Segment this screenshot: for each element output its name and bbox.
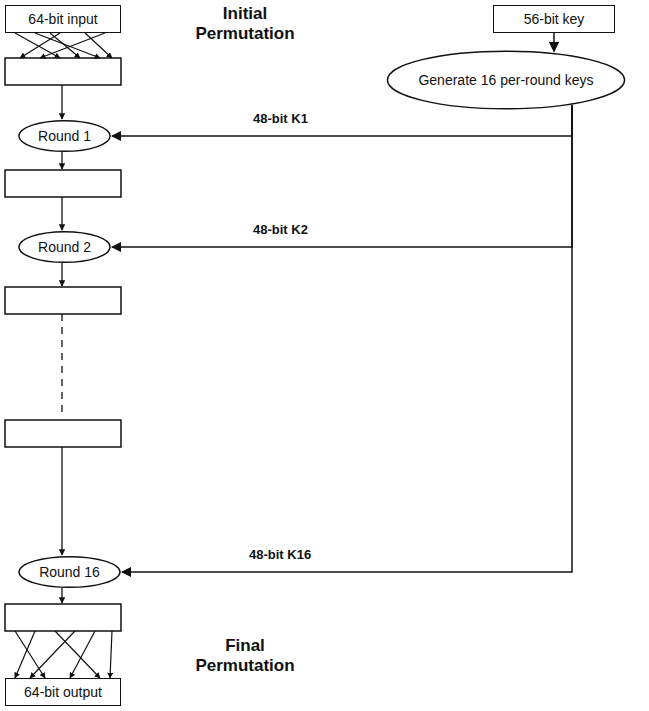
output-box: 64-bit output <box>5 678 121 706</box>
key-connector <box>122 105 572 572</box>
node-text: Round 16 <box>33 564 106 580</box>
node-text: Round 1 <box>32 128 97 144</box>
node-text: 64-bit output <box>18 684 108 700</box>
node-text: 64-bit input <box>22 11 103 27</box>
subkey-label: 48-bit K16 <box>247 547 313 562</box>
key-connector <box>112 105 572 247</box>
subkey-label: 48-bit K2 <box>251 222 310 237</box>
permutation-label: Final Permutation <box>175 636 315 677</box>
round-oval: Round 2 <box>18 231 111 263</box>
node-text: Generate 16 per-round keys <box>412 72 599 88</box>
node-text: 56-bit key <box>518 11 591 27</box>
input-box: 64-bit input <box>5 5 121 33</box>
round-oval: Round 1 <box>18 120 111 152</box>
key-connector <box>112 105 572 136</box>
round-oval: Round 16 <box>18 556 121 588</box>
key-generator-oval: Generate 16 per-round keys <box>385 50 627 110</box>
subkey-label: 48-bit K1 <box>251 111 310 126</box>
key-connector <box>553 33 555 51</box>
node-text: Round 2 <box>32 239 97 255</box>
permutation-label: Initial Permutation <box>175 4 315 45</box>
key-box: 56-bit key <box>493 5 615 33</box>
